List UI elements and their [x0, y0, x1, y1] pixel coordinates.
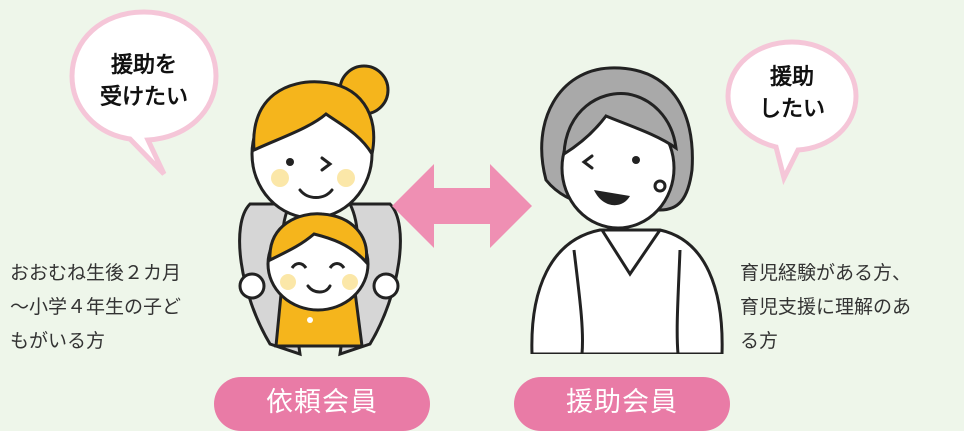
double-arrow-icon — [392, 164, 532, 248]
bubble-right-line2: したい — [758, 97, 825, 122]
bubble-left-line2: 受けたい — [99, 85, 188, 110]
label-helper-member: 援助会員 — [514, 377, 730, 431]
helper-woman-illustration — [530, 66, 724, 354]
description-requester: おおむね生後２カ月 〜小学４年生の子ど もがいる方 — [10, 262, 182, 352]
bubble-right-line1: 援助 — [769, 65, 814, 90]
speech-bubble-icon — [69, 9, 219, 176]
bubble-right-text: 援助 したい — [724, 62, 860, 126]
label-requester-member: 依頼会員 — [214, 377, 430, 431]
speech-bubble-left: 援助を 受けたい — [68, 8, 220, 178]
mother-child-illustration — [238, 64, 402, 357]
bubble-left-line1: 援助を — [110, 53, 177, 78]
speech-bubble-icon — [725, 39, 859, 186]
bubble-left-text: 援助を 受けたい — [68, 50, 220, 114]
description-helper: 育児経験がある方、 育児支援に理解のあ る方 — [740, 262, 912, 352]
speech-bubble-right: 援助 したい — [724, 38, 860, 186]
